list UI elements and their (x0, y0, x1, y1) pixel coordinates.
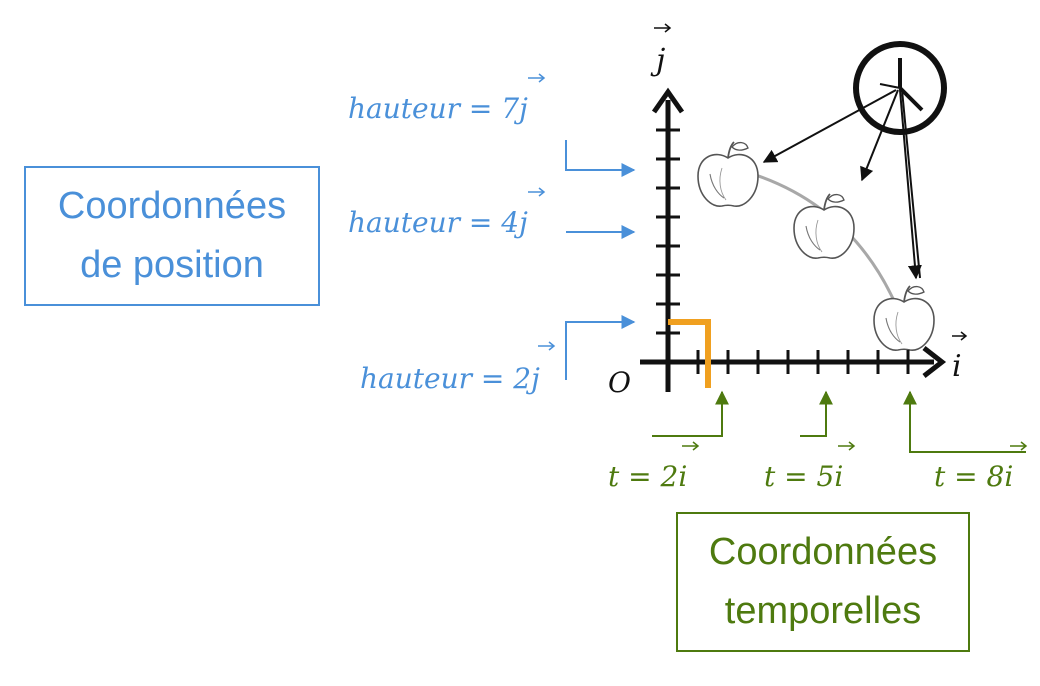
unit-square-highlight (668, 319, 711, 362)
clock-arrow (860, 89, 899, 182)
time-connector-5 (800, 390, 833, 437)
svg-text:t = 2i: t = 2i (608, 460, 687, 493)
height-connector-7 (565, 140, 636, 177)
svg-text:j: j (650, 43, 665, 78)
svg-text:hauteur = 2j: hauteur = 2j (360, 362, 540, 395)
position-box-line2: de position (80, 244, 264, 286)
clock-arrow (901, 89, 921, 279)
apple-icon (697, 141, 759, 208)
x-axis-ticks (696, 350, 910, 374)
y-axis-arrowhead (651, 87, 685, 114)
origin-label: O (608, 366, 631, 399)
height-label-4: hauteur = 4j (348, 187, 546, 239)
clock-arrow (899, 89, 922, 280)
time-connector-8 (903, 390, 1026, 453)
apple-icon (873, 285, 935, 352)
clock-arrow (762, 89, 897, 163)
apple-icon (793, 193, 855, 260)
time-label-8: t = 8i (934, 441, 1028, 493)
svg-text:t = 8i: t = 8i (934, 460, 1013, 493)
position-box-line1: Coordonnées (57, 185, 287, 228)
height-label-2: hauteur = 2j (360, 341, 556, 395)
time-box-line1: Coordonnées (708, 531, 938, 574)
svg-text:t = 5i: t = 5i (764, 460, 843, 493)
svg-text:i: i (952, 349, 962, 384)
position-coordinates-box: Coordonnées de position (24, 166, 320, 306)
svg-text:hauteur = 4j: hauteur = 4j (348, 206, 528, 239)
time-box-line2: temporelles (724, 590, 922, 632)
axis-label-j: j (650, 23, 672, 78)
axis-label-i: i (952, 331, 968, 384)
time-label-2: t = 2i (608, 441, 700, 493)
height-connector-2 (565, 315, 636, 380)
x-axis-arrowhead (922, 346, 947, 378)
time-connector-2 (652, 390, 729, 437)
height-label-7: hauteur = 7j (348, 73, 546, 125)
time-coordinates-box: Coordonnées temporelles (676, 512, 970, 652)
svg-text:hauteur = 7j: hauteur = 7j (348, 92, 528, 125)
clock-icon (853, 41, 947, 135)
y-axis-ticks (656, 128, 680, 335)
time-label-5: t = 5i (764, 441, 856, 493)
